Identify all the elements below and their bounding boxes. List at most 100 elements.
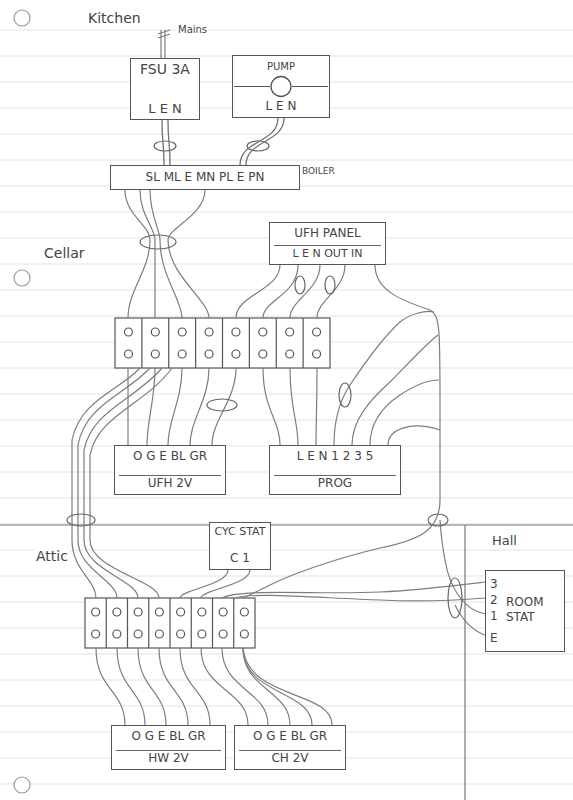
junction-box xyxy=(232,350,240,358)
cylinder-stat-box: CYC STAT C 1 xyxy=(209,522,271,570)
ruled-paper xyxy=(0,212,573,213)
boiler-terminal-strip: SL ML E MN PL E PNBOILER xyxy=(110,165,300,190)
junction-box xyxy=(151,328,159,336)
terminal-labels: O G E BL GR xyxy=(239,729,341,744)
wire xyxy=(96,648,125,725)
device-name: HW 2V xyxy=(116,750,221,766)
junction-box xyxy=(124,350,132,358)
device-name: ROOM STAT xyxy=(506,595,550,625)
junction-box xyxy=(85,598,255,648)
terminal-labels: CYC STAT xyxy=(214,526,266,538)
junction-box xyxy=(106,598,107,648)
pump-box: PUMP L E N xyxy=(232,55,330,118)
programmer-box: L E N 1 2 3 5PROG xyxy=(269,445,401,495)
ruled-paper xyxy=(0,680,573,681)
pump-symbol xyxy=(234,86,270,87)
ruled-paper xyxy=(14,270,30,286)
cable xyxy=(162,120,170,165)
ruled-paper xyxy=(0,706,573,707)
terminal-number: 2 xyxy=(490,593,498,608)
junction-box xyxy=(240,608,248,616)
cable xyxy=(240,118,284,165)
device-name: L E N OUT IN xyxy=(274,245,381,261)
area-label: Kitchen xyxy=(86,10,143,26)
wire xyxy=(316,368,317,445)
device-name: BOILER xyxy=(302,164,335,179)
wire xyxy=(455,605,485,635)
ruled-paper xyxy=(0,524,573,525)
wire xyxy=(117,648,145,725)
junction-box xyxy=(177,608,185,616)
valve-box: O G E BL GRCH 2V xyxy=(234,725,346,770)
cable-tie xyxy=(207,399,237,411)
cable-tie xyxy=(140,235,176,249)
device-name: L E N xyxy=(148,101,181,116)
terminal-number: 3 xyxy=(490,577,498,592)
wire xyxy=(158,30,170,38)
junction-box xyxy=(92,630,100,638)
cable-tie xyxy=(154,141,176,151)
wire xyxy=(243,648,290,725)
junction-box xyxy=(151,350,159,358)
cable-tie xyxy=(295,276,305,294)
ruled-paper xyxy=(0,420,573,421)
wire xyxy=(243,265,440,598)
cable-tie xyxy=(448,578,462,618)
device-name: L E N xyxy=(266,99,297,114)
area-label: Hall xyxy=(490,533,519,548)
wire xyxy=(168,368,182,445)
valve-box: O G E BL GRHW 2V xyxy=(111,725,226,770)
pump-symbol xyxy=(271,77,291,97)
junction-box xyxy=(286,328,294,336)
junction-box xyxy=(198,608,206,616)
area-label: Cellar xyxy=(42,245,87,261)
page-dividers xyxy=(0,525,573,800)
junction-box xyxy=(212,598,213,648)
wire xyxy=(290,265,320,318)
wire xyxy=(180,648,210,725)
ufh-panel-box: UFH PANELL E N OUT IN xyxy=(269,222,386,265)
ruled-paper xyxy=(0,498,573,499)
device-name: C 1 xyxy=(230,551,250,566)
cable xyxy=(162,120,164,165)
terminal-labels: O G E BL GR xyxy=(119,449,221,464)
fused-spur-box: FSU 3A L E N xyxy=(130,58,200,120)
junction-box xyxy=(191,598,192,648)
wire xyxy=(201,648,248,725)
junction-box xyxy=(195,318,196,368)
wire xyxy=(212,368,236,445)
terminal-labels: PUMP xyxy=(267,59,295,74)
junction-box xyxy=(198,630,206,638)
terminal-labels: SL ML E MN PL E PN xyxy=(146,170,265,185)
ruled-paper xyxy=(0,654,573,655)
junction-box xyxy=(148,598,149,648)
device-name: UFH 2V xyxy=(119,475,221,491)
junction-box xyxy=(178,328,186,336)
wire xyxy=(334,311,434,445)
junction-box xyxy=(303,318,304,368)
terminal-labels: FSU 3A xyxy=(140,62,190,77)
area-label: Mains xyxy=(176,24,209,35)
junction-box xyxy=(155,630,163,638)
valve-box: O G E BL GR UFH 2V xyxy=(114,445,226,495)
cable-tie xyxy=(339,383,351,407)
wire xyxy=(263,265,298,318)
cable-tie xyxy=(325,276,335,294)
junction-box xyxy=(113,608,121,616)
junction-box xyxy=(169,598,170,648)
junction-box xyxy=(286,350,294,358)
wire xyxy=(125,190,150,318)
room-stat-box: 321E ROOM STAT xyxy=(485,570,565,652)
wire xyxy=(180,570,228,598)
wire xyxy=(236,265,280,318)
junction-box xyxy=(134,608,142,616)
wire xyxy=(370,380,439,445)
terminal-number: E xyxy=(490,631,498,646)
ruled-paper xyxy=(0,30,573,31)
terminal-number: 1 xyxy=(490,609,498,624)
ruled-paper xyxy=(0,316,573,317)
wire xyxy=(159,648,188,725)
